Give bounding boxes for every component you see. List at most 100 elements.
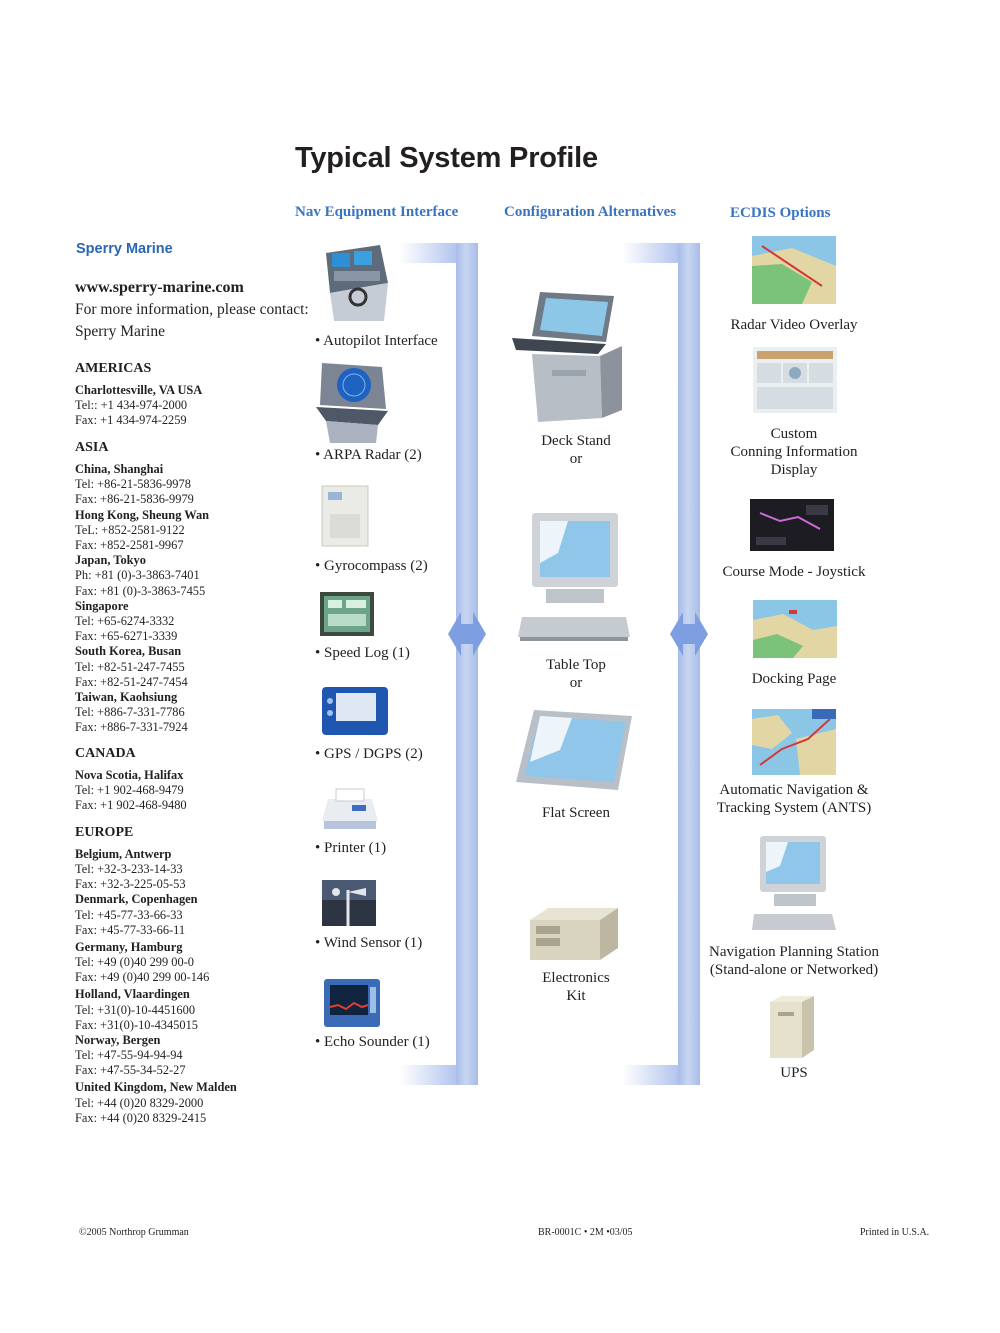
office-fax: Fax: +31(0)-10-4345015 — [75, 1017, 198, 1032]
ecdis-line: Course Mode - Joystick — [722, 564, 866, 580]
page-title: Typical System Profile — [295, 142, 598, 174]
navigation-planning-station-image — [752, 836, 836, 930]
office-list-asia: China, Shanghai Tel: +86-21-5836-9978 Fa… — [75, 462, 305, 736]
table-top-workstation-image — [518, 513, 630, 641]
conning-display-image — [753, 347, 837, 413]
electronics-kit-image — [530, 908, 618, 960]
connector-bar-left — [456, 243, 478, 1085]
connector-bar-bottom-right — [622, 1065, 678, 1085]
wind-sensor-image — [322, 880, 376, 926]
office-phone: Tel: +45-77-33-66-33 — [75, 907, 183, 922]
office-city: Norway, Bergen — [75, 1032, 161, 1047]
office-phone: Tel: +86-21-5836-9978 — [75, 477, 191, 492]
office-city: Germany, Hamburg — [75, 939, 183, 954]
echo-sounder-image — [324, 979, 380, 1027]
double-arrow-icon — [670, 612, 708, 656]
office-phone: Tel: +1 902-468-9479 — [75, 783, 184, 798]
speed-log-display-image — [320, 592, 374, 636]
office-fax: Fax: +45-77-33-66-11 — [75, 922, 186, 937]
ecdis-ups-label: UPS — [694, 1064, 894, 1082]
nav-item-autopilot-interface: • Autopilot Interface — [315, 333, 438, 349]
config-electronics-kit-label: Electronics Kit — [501, 969, 651, 1005]
flat-screen-monitor-image — [516, 710, 632, 790]
footer-document-code: BR-0001C • 2M •03/05 — [538, 1227, 633, 1238]
docking-page-image — [753, 600, 837, 658]
office-phone: Tel: +47-55-94-94-94 — [75, 1048, 183, 1063]
brand-logo-text: Sperry Marine — [76, 241, 173, 257]
office-fax: Fax: +32-3-225-05-53 — [75, 877, 186, 892]
office-city: Denmark, Copenhagen — [75, 892, 198, 907]
connector-bar-top-right — [622, 243, 678, 263]
office-phone: Tel: +82-51-247-7455 — [75, 659, 185, 674]
ecdis-line: Display — [770, 462, 818, 478]
office-phone: Tel: +49 (0)40 299 00-0 — [75, 955, 194, 970]
office-city: Taiwan, Kaohsiung — [75, 690, 178, 705]
office-fax: Fax: +1 902-468-9480 — [75, 798, 187, 813]
office-city: Holland, Vlaardingen — [75, 987, 190, 1002]
office-phone: Tel: +44 (0)20 8329-2000 — [75, 1095, 204, 1110]
office-city: Charlottesville, VA USA — [75, 383, 203, 397]
office-fax: Fax: +44 (0)20 8329-2415 — [75, 1110, 207, 1125]
office-fax: Fax: +49 (0)40 299 00-146 — [75, 970, 210, 985]
config-line: Electronics — [542, 970, 610, 986]
config-deck-stand-label: Deck Stand or — [501, 432, 651, 468]
connector-bar-bottom-left — [400, 1065, 456, 1085]
office-entry: Charlottesville, VA USA Tel:: +1 434-974… — [75, 383, 305, 429]
office-phone: Tel: +32-3-233-14-33 — [75, 862, 183, 877]
office-phone: Tel:: +1 434-974-2000 — [75, 398, 188, 413]
ecdis-course-mode-joystick-label: Course Mode - Joystick — [694, 563, 894, 581]
config-flat-screen-label: Flat Screen — [501, 804, 651, 822]
office-fax: Fax: +47-55-34-52-27 — [75, 1063, 186, 1078]
contact-intro-line: For more information, please contact: — [75, 301, 309, 318]
office-fax: Fax: +82-51-247-7454 — [75, 674, 188, 689]
ecdis-line: Custom — [770, 426, 818, 442]
office-city: United Kingdom, New Malden — [75, 1080, 237, 1095]
config-line: Kit — [566, 988, 586, 1004]
autopilot-console-image — [326, 245, 388, 321]
office-fax: Fax: +852-2581-9967 — [75, 538, 184, 553]
ecdis-line: Automatic Navigation & — [719, 782, 869, 798]
office-phone: Tel: +886-7-331-7786 — [75, 705, 185, 720]
office-city: Hong Kong, Sheung Wan — [75, 507, 210, 522]
office-phone: Tel: +31(0)-10-4451600 — [75, 1002, 196, 1017]
nav-item-gps-dgps: • GPS / DGPS (2) — [315, 746, 423, 762]
arpa-radar-console-image — [316, 363, 388, 443]
config-line: Flat Screen — [542, 805, 610, 821]
gps-dgps-receiver-image — [322, 687, 388, 735]
config-line: or — [569, 675, 583, 691]
region-heading-americas: AMERICAS — [75, 361, 152, 376]
connector-bar-right — [678, 243, 700, 1085]
ecdis-conning-display-label: Custom Conning Information Display — [694, 425, 894, 479]
website-link[interactable]: www.sperry-marine.com — [75, 279, 244, 296]
nav-item-gyrocompass: • Gyrocompass (2) — [315, 558, 428, 574]
nav-item-wind-sensor: • Wind Sensor (1) — [315, 935, 423, 951]
nav-item-speed-log: • Speed Log (1) — [315, 645, 410, 661]
ecdis-line: Docking Page — [751, 671, 837, 687]
office-phone: Tel: +65-6274-3332 — [75, 614, 175, 629]
ecdis-line: Conning Information — [730, 444, 858, 460]
office-fax: Fax: +86-21-5836-9979 — [75, 492, 194, 507]
region-heading-canada: CANADA — [75, 746, 136, 761]
region-heading-asia: ASIA — [75, 440, 109, 455]
column-heading-nav-equipment: Nav Equipment Interface — [295, 204, 459, 220]
footer-copyright: ©2005 Northrop Grumman — [79, 1227, 189, 1238]
ecdis-navigation-planning-label: Navigation Planning Station (Stand-alone… — [694, 943, 894, 979]
connector-bar-top-left — [400, 243, 456, 263]
office-fax: Fax: +81 (0)-3-3863-7455 — [75, 583, 206, 598]
nav-item-arpa-radar: • ARPA Radar (2) — [315, 447, 422, 463]
gyrocompass-unit-image — [321, 485, 369, 547]
office-city: South Korea, Busan — [75, 644, 182, 659]
ecdis-line: (Stand-alone or Networked) — [709, 962, 879, 978]
course-mode-joystick-image — [750, 499, 834, 551]
config-line: Deck Stand — [541, 433, 611, 449]
office-list-europe: Belgium, Antwerp Tel: +32-3-233-14-33 Fa… — [75, 847, 305, 1126]
deck-stand-console-image — [512, 292, 622, 422]
office-city: Nova Scotia, Halifax — [75, 768, 184, 782]
ecdis-ants-label: Automatic Navigation & Tracking System (… — [694, 781, 894, 817]
ecdis-line: UPS — [780, 1065, 808, 1081]
nav-item-printer: • Printer (1) — [315, 840, 387, 856]
office-fax: Fax: +65-6271-3339 — [75, 629, 178, 644]
ecdis-line: Tracking System (ANTS) — [716, 800, 872, 816]
config-table-top-label: Table Top or — [501, 656, 651, 692]
region-heading-europe: EUROPE — [75, 825, 134, 840]
